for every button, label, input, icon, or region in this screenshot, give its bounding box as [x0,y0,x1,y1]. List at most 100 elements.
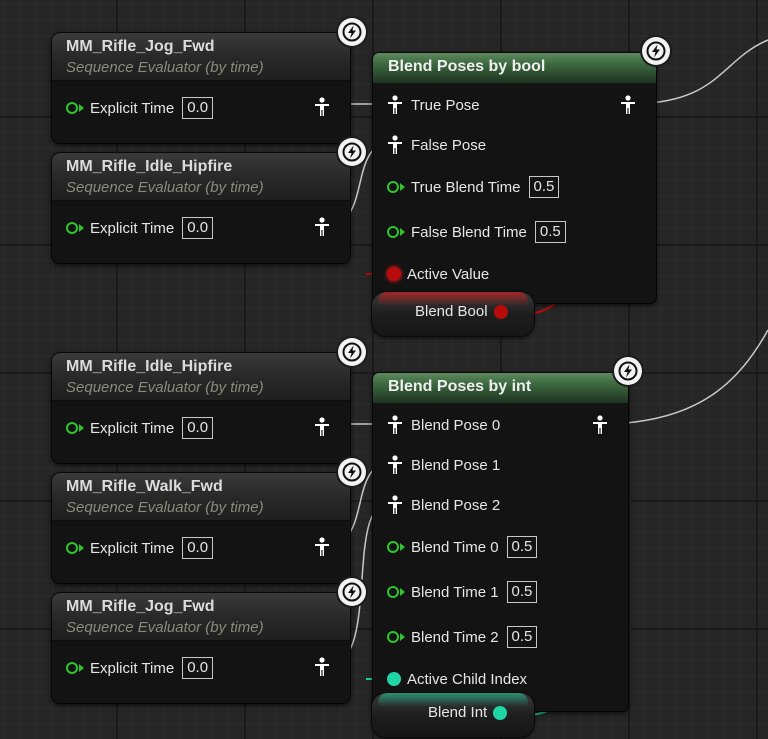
variable-glow [378,292,528,306]
pin-label: Blend Time 2 [411,628,499,646]
node-header: MM_Rifle_Walk_Fwd Sequence Evaluator (by… [52,473,350,521]
pin-label: True Pose [411,96,480,114]
pose-output-pin-icon[interactable] [314,97,330,122]
explicit-time-row: Explicit Time 0.0 [66,216,214,240]
pin-arrow-icon [400,183,405,191]
variable-label: Blend Bool [415,303,488,320]
false-blend-time-row: False Blend Time 0.5 [387,219,566,245]
node-title: MM_Rifle_Walk_Fwd [66,478,223,495]
blend-time-2-row: Blend Time 2 0.5 [387,624,538,650]
blend-pose-1-pin[interactable]: Blend Pose 1 [387,452,500,478]
explicit-time-input[interactable]: 0.0 [182,217,214,239]
false-pose-pin[interactable]: False Pose [387,132,486,158]
pin-label: Explicit Time [90,659,175,677]
variable-glow [378,693,528,707]
blend-int-variable-node[interactable]: Blend Int [372,693,534,737]
node-header: MM_Rifle_Idle_Hipfire Sequence Evaluator… [52,353,350,401]
active-child-index-pin[interactable]: Active Child Index [387,666,527,692]
true-blend-time-input[interactable]: 0.5 [528,176,560,198]
node-title: MM_Rifle_Jog_Fwd [66,598,215,615]
sequence-evaluator-node[interactable]: MM_Rifle_Walk_Fwd Sequence Evaluator (by… [52,473,350,583]
blend-time-1-row: Blend Time 1 0.5 [387,579,538,605]
pin-arrow-icon [79,664,84,672]
float-pin-icon[interactable] [66,422,78,434]
pin-label: Blend Pose 0 [411,416,501,434]
pin-arrow-icon [400,543,405,551]
pin-arrow-icon [79,424,84,432]
lightning-bolt-icon [614,357,642,385]
float-pin-icon[interactable] [387,541,399,553]
pin-label: Blend Pose 2 [411,496,501,514]
float-pin-icon[interactable] [387,226,399,238]
node-title: MM_Rifle_Jog_Fwd [66,38,215,55]
pin-label: Explicit Time [90,99,175,117]
true-blend-time-row: True Blend Time 0.5 [387,174,560,200]
pose-output-pin-icon[interactable] [620,95,636,120]
pin-label: Explicit Time [90,539,175,557]
pin-arrow-icon [400,633,405,641]
sequence-evaluator-node[interactable]: MM_Rifle_Jog_Fwd Sequence Evaluator (by … [52,593,350,703]
float-pin-icon[interactable] [387,586,399,598]
explicit-time-input[interactable]: 0.0 [182,417,214,439]
false-blend-time-input[interactable]: 0.5 [534,221,566,243]
pin-label: Explicit Time [90,219,175,237]
node-subtitle: Sequence Evaluator (by time) [66,179,264,196]
pin-arrow-icon [79,104,84,112]
node-subtitle: Sequence Evaluator (by time) [66,379,264,396]
pin-arrow-icon [400,588,405,596]
pose-output-pin-icon[interactable] [314,657,330,682]
blend-time-1-input[interactable]: 0.5 [506,581,538,603]
pose-output-pin-icon[interactable] [314,217,330,242]
pose-input-pin-icon [387,495,403,515]
sequence-evaluator-node[interactable]: MM_Rifle_Idle_Hipfire Sequence Evaluator… [52,353,350,463]
true-pose-pin[interactable]: True Pose [387,92,480,118]
node-header: MM_Rifle_Jog_Fwd Sequence Evaluator (by … [52,33,350,81]
active-value-pin[interactable]: Active Value [387,261,489,287]
explicit-time-input[interactable]: 0.0 [182,657,214,679]
explicit-time-input[interactable]: 0.0 [182,537,214,559]
pose-output-pin-icon[interactable] [314,537,330,562]
float-pin-icon[interactable] [66,542,78,554]
blend-pose-0-pin[interactable]: Blend Pose 0 [387,412,500,438]
int-output-pin-icon[interactable] [493,705,508,720]
variable-row: Blend Int [428,704,508,721]
float-pin-icon[interactable] [387,631,399,643]
node-header: MM_Rifle_Jog_Fwd Sequence Evaluator (by … [52,593,350,641]
float-pin-icon[interactable] [66,662,78,674]
variable-label: Blend Int [428,704,488,721]
int-pin-icon [387,672,401,686]
pin-label: Blend Time 1 [411,583,499,601]
pin-label: False Blend Time [411,223,527,241]
blend-poses-by-int-node[interactable]: Blend Poses by int Blend Pose 0 Blend Po… [373,373,628,711]
pin-arrow-icon [79,544,84,552]
pin-label: Active Value [407,265,490,283]
blend-time-0-input[interactable]: 0.5 [506,536,538,558]
blend-time-2-input[interactable]: 0.5 [506,626,538,648]
node-subtitle: Sequence Evaluator (by time) [66,619,264,636]
node-subtitle: Sequence Evaluator (by time) [66,499,264,516]
variable-row: Blend Bool [415,303,508,320]
pin-label: Active Child Index [407,670,528,688]
explicit-time-row: Explicit Time 0.0 [66,96,214,120]
pose-output-pin-icon[interactable] [592,415,608,440]
sequence-evaluator-node[interactable]: MM_Rifle_Jog_Fwd Sequence Evaluator (by … [52,33,350,143]
lightning-bolt-icon [338,338,366,366]
float-pin-icon[interactable] [387,181,399,193]
float-pin-icon[interactable] [66,222,78,234]
pin-arrow-icon [400,228,405,236]
node-subtitle: Sequence Evaluator (by time) [66,59,264,76]
lightning-bolt-icon [338,458,366,486]
pose-output-pin-icon[interactable] [314,417,330,442]
pose-input-pin-icon [387,135,403,155]
sequence-evaluator-node[interactable]: MM_Rifle_Idle_Hipfire Sequence Evaluator… [52,153,350,263]
blend-bool-variable-node[interactable]: Blend Bool [372,292,534,336]
explicit-time-row: Explicit Time 0.0 [66,536,214,560]
blend-poses-by-bool-node[interactable]: Blend Poses by bool True Pose False Pose… [373,53,656,303]
float-pin-icon[interactable] [66,102,78,114]
pose-input-pin-icon [387,95,403,115]
blend-pose-2-pin[interactable]: Blend Pose 2 [387,492,500,518]
bool-output-pin-icon[interactable] [493,304,508,319]
pin-arrow-icon [79,224,84,232]
blend-time-0-row: Blend Time 0 0.5 [387,534,538,560]
explicit-time-input[interactable]: 0.0 [182,97,214,119]
